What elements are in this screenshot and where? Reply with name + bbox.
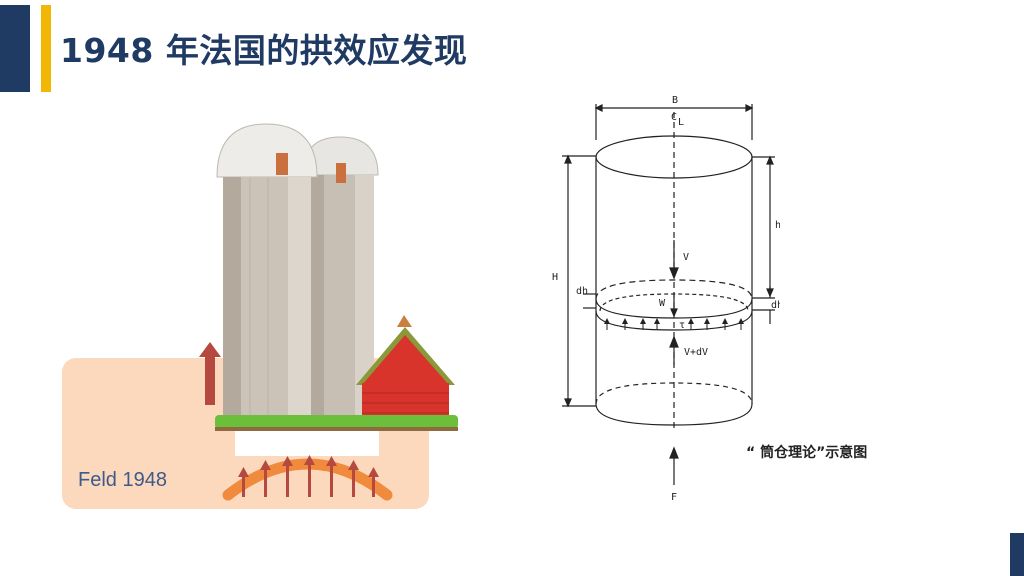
accent-bar-gold [41,5,51,92]
pressure-arrows-icon [238,455,379,497]
arch-shape [222,458,393,501]
label-F: F [671,492,677,503]
label-H: H [552,272,558,283]
label-h: h [775,220,780,231]
silo-front [216,123,318,420]
label-dh-right: dh [771,300,780,311]
label-tau: τ [679,320,685,331]
silo-theory-diagram: B C L h H V dh dh W τ V+dV F [552,95,780,503]
label-dh-left: dh [576,286,588,297]
label-CL: C [671,112,677,123]
label-V-plus-dV: V+dV [684,347,708,358]
label-B: B [672,95,678,106]
corner-accent [1010,533,1024,576]
foundation [235,431,379,456]
label-W: W [659,298,666,309]
shear-arrows-icon [604,318,744,330]
illustration-label: Feld 1948 [78,469,167,491]
label-CL-sub: L [678,117,684,128]
diagram-caption: “ 筒仓理论”示意图 [746,445,868,461]
slide-title: 1948 年法国的拱效应发现 [60,31,468,70]
label-V: V [683,252,689,263]
grass-ground [215,415,458,429]
upward-arrow-icon [199,342,221,405]
silo-illustration [199,123,458,501]
accent-bar-navy [0,5,30,92]
barn [356,315,455,420]
